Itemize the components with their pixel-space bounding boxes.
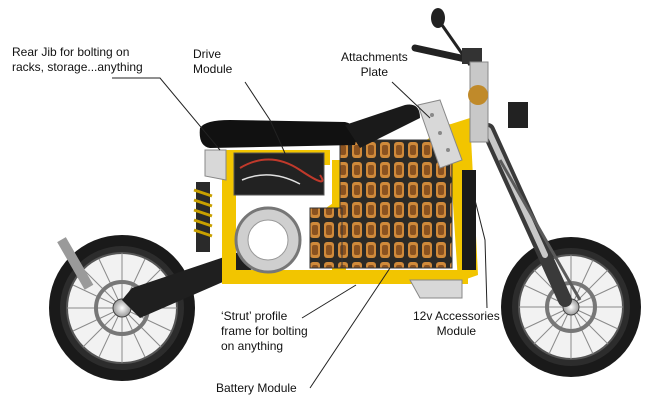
- front-fork: [481, 123, 582, 307]
- drive-module-label: Drive Module: [193, 47, 233, 76]
- accessories-module-leader: [474, 199, 488, 309]
- accessories-module: [409, 170, 476, 299]
- battery-module-leader: [309, 267, 391, 389]
- seat: [199, 104, 420, 148]
- rear-jib-label: Rear Jib for bolting on racks, storage..…: [12, 45, 143, 74]
- strut-frame-label: ‘Strut’ profile frame for bolting on any…: [221, 309, 308, 353]
- handlebar-assembly: [411, 8, 528, 143]
- strut-frame-leader: [301, 284, 357, 319]
- leader-lines: [112, 77, 488, 389]
- drive-module-leader: [244, 81, 289, 161]
- rear-jib-leader: [112, 77, 221, 151]
- rear-jib: [204, 149, 227, 181]
- rear-wheel: [49, 235, 195, 381]
- attachments-plate-leader: [391, 81, 431, 119]
- swing-arm: [57, 237, 255, 318]
- accessories-module-label: 12v Accessories Module: [413, 309, 500, 338]
- battery-module: [309, 139, 453, 269]
- attachments-plate-label: Attachments Plate: [341, 50, 408, 79]
- front-wheel: [501, 237, 641, 377]
- rear-shock: [193, 182, 213, 252]
- drive-module: [233, 152, 325, 274]
- battery-module-label: Battery Module: [216, 381, 297, 395]
